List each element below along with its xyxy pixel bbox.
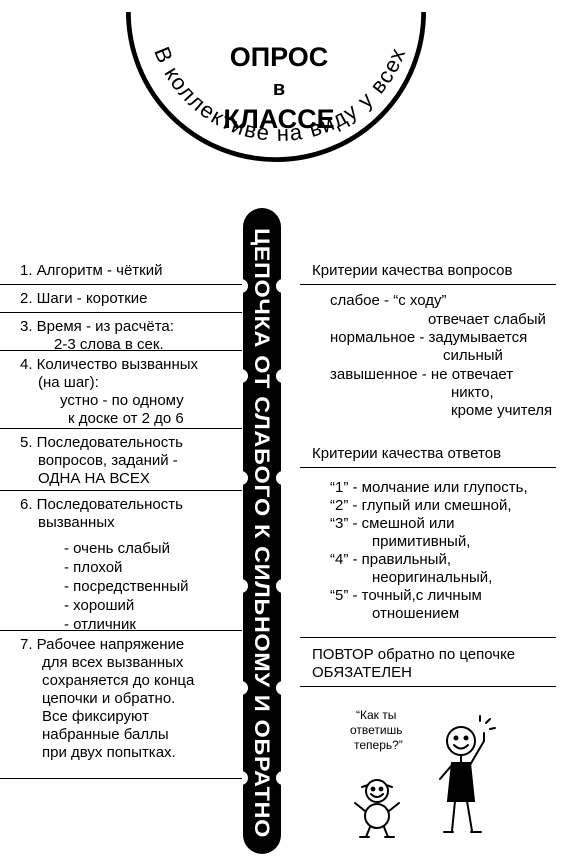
repeat-bottom-rule — [300, 686, 556, 687]
spine-text: ЦЕПОЧКА ОТ СЛАБОГО К СИЛЬНОМУ И ОБРАТНО — [250, 228, 273, 838]
answer-4-cont: неоригинальный, — [372, 569, 493, 586]
left-item-3: 3. Время - из расчёта:2-3 слова в сек. — [0, 312, 242, 353]
speech-line-1: “Как ты — [356, 708, 397, 722]
left-item-7-line-1: 7. Рабочее напряжение — [20, 636, 185, 653]
left-item-2-line-1: 2. Шаги - короткие — [20, 290, 148, 307]
central-spine: ЦЕПОЧКА ОТ СЛАБОГО К СИЛЬНОМУ И ОБРАТНО — [243, 208, 281, 854]
question-normal: нормальное - задумывается — [330, 329, 528, 346]
left-item-6-line-6: - хороший — [64, 597, 135, 614]
question-weak: слабое - “с ходу” — [330, 292, 447, 309]
left-item-3-line-1: 3. Время - из расчёта: — [20, 318, 174, 335]
left-item-7-line-4: цепочки и обратно. — [42, 690, 176, 707]
left-item-6-line-3: - очень слабый — [64, 540, 170, 557]
teacher-figure — [439, 715, 496, 833]
question-normal-cont: сильный — [443, 347, 503, 364]
answer-4: “4” - правильный, — [330, 551, 451, 568]
speech-line-2: ответишь — [350, 723, 403, 737]
repeat-line-2: ОБЯЗАТЕЛЕН — [312, 664, 412, 681]
answers-header: Критерии качества ответов — [312, 445, 502, 462]
question-high-cont: никто, — [451, 384, 494, 401]
stick-figures-illustration — [354, 715, 496, 838]
answer-5-cont: отношением — [372, 605, 460, 622]
left-item-7-line-6: набранные баллы — [42, 726, 169, 743]
left-item-3-line-2: 2-3 слова в сек. — [54, 336, 164, 353]
left-item-6-line-7: - отличник — [64, 616, 136, 633]
header-graphic: В коллективе на виду у всех ОПРОС в КЛАС… — [126, 11, 426, 162]
answer-1: “1” - молчание или глупость, — [330, 479, 528, 496]
title-line-1: ОПРОС — [230, 42, 329, 72]
left-item-4-line-3: устно - по одному — [60, 392, 184, 409]
left-item-5-line-2: вопросов, заданий - — [38, 452, 178, 469]
small-student-figure — [354, 779, 400, 838]
questions-header: Критерии качества вопросов — [312, 262, 513, 279]
title-line-2: в — [273, 78, 285, 100]
questions-rule — [300, 284, 556, 285]
left-item-7-line-5: Все фиксируют — [42, 708, 149, 725]
left-item-6-line-5: - посредственный — [64, 578, 189, 595]
left-item-5-line-1: 5. Последовательность — [20, 434, 183, 451]
left-item-6-line-4: - плохой — [64, 559, 123, 576]
title-line-3: КЛАССЕ — [223, 104, 334, 134]
answer-5: “5” - точный,с личным — [330, 587, 482, 604]
answer-3-cont: примитивный, — [372, 533, 471, 550]
left-item-7-line-7: при двух попытках. — [42, 744, 176, 761]
answer-3: “3” - смешной или — [330, 515, 455, 532]
question-weak-cont: отвечает слабый — [428, 311, 546, 328]
left-item-6-line-1: 6. Последовательность — [20, 496, 183, 513]
left-item-6-line-2: вызванных — [38, 514, 115, 531]
left-item-5-line-3: ОДНА НА ВСЕХ — [38, 470, 150, 487]
question-high-cont2: кроме учителя — [451, 402, 553, 419]
left-item-7-line-3: сохраняется до конца — [42, 672, 195, 689]
repeat-top-rule — [300, 637, 556, 638]
left-item-4-line-2: (на шаг): — [38, 374, 99, 391]
left-item-1-line-1: 1. Алгоритм - чёткий — [20, 262, 163, 279]
speech-line-3: теперь?” — [354, 738, 403, 752]
repeat-line-1: ПОВТОР обратно по цепочке — [312, 646, 516, 663]
question-high: завышенное - не отвечает — [330, 366, 514, 383]
left-item-2: 2. Шаги - короткие — [0, 284, 242, 313]
left-item-7-line-2: для всех вызванных — [42, 654, 184, 671]
header-outer-arc — [126, 11, 426, 162]
answer-2: “2” - глупый или смешной, — [330, 497, 512, 514]
left-item-4-line-1: 4. Количество вызванных — [20, 356, 199, 373]
left-item-1: 1. Алгоритм - чёткий — [0, 256, 242, 285]
answers-rule — [300, 467, 556, 468]
left-item-4-line-4: к доске от 2 до 6 — [68, 410, 184, 427]
left-item-4: 4. Количество вызванных(на шаг):устно - … — [0, 350, 242, 429]
